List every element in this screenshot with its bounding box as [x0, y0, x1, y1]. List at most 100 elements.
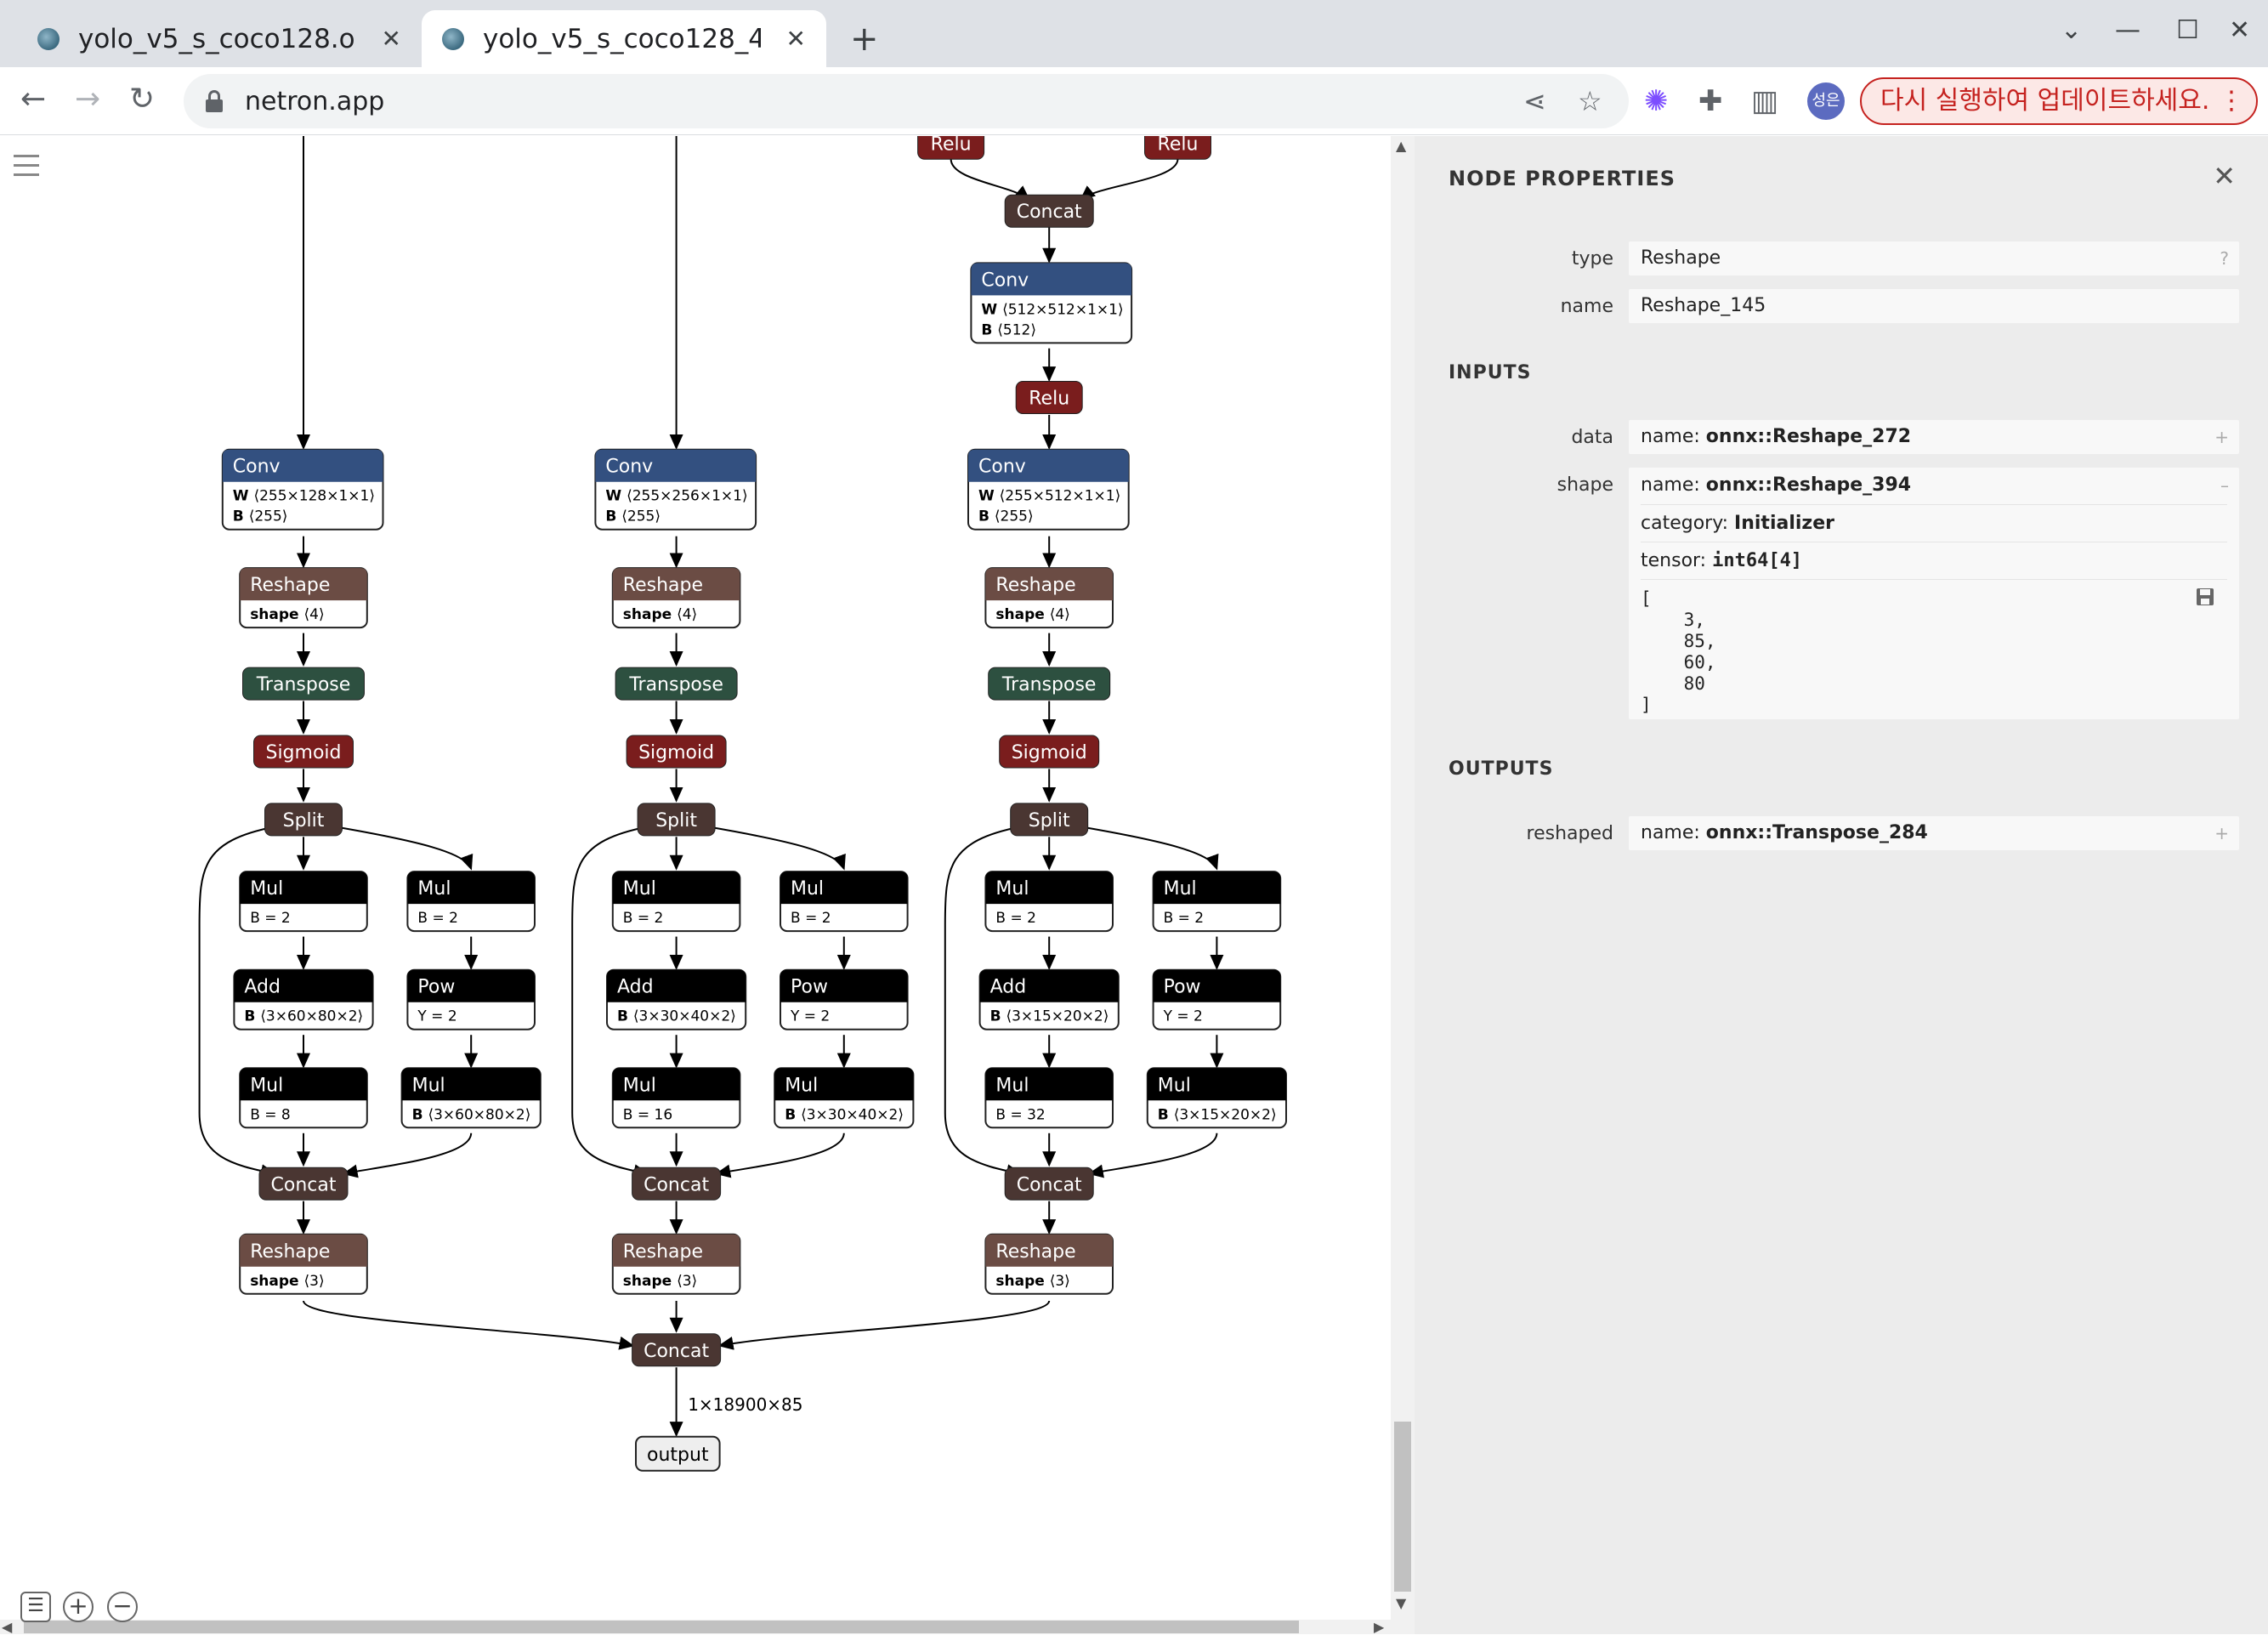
split-node[interactable]: Split	[264, 803, 343, 837]
tab-search-icon[interactable]: ⌄	[2061, 15, 2083, 45]
share-icon[interactable]: ⋖	[1523, 85, 1546, 117]
tab-active[interactable]: yolo_v5_s_coco128_4dim.onnx ✕	[422, 10, 826, 67]
horizontal-scrollbar-thumb[interactable]	[24, 1621, 1299, 1633]
close-tab-icon[interactable]: ✕	[381, 25, 401, 53]
scroll-up-arrow-icon[interactable]: ▲	[1396, 138, 1407, 154]
close-window-icon[interactable]: ✕	[2229, 15, 2251, 45]
sigmoid-node[interactable]: Sigmoid	[253, 735, 354, 769]
svg-text:Reshape: Reshape	[995, 575, 1075, 596]
vertical-scrollbar-thumb[interactable]	[1394, 1422, 1411, 1592]
save-icon[interactable]	[2195, 587, 2215, 607]
scroll-left-arrow-icon[interactable]: ◀	[2, 1619, 13, 1635]
split-node[interactable]: Split	[637, 803, 716, 837]
concat-node[interactable]: Concat	[258, 1167, 349, 1201]
input-data-value[interactable]: name: onnx::Reshape_272 +	[1629, 420, 2239, 454]
tab-inactive[interactable]: yolo_v5_s_coco128.onnx ✕	[17, 10, 422, 67]
svg-text:B = 8: B = 8	[250, 1106, 291, 1123]
forward-icon[interactable]: →	[75, 82, 101, 116]
input-shape-value[interactable]: name: onnx::Reshape_394 – category: Init…	[1629, 468, 2239, 719]
output-node[interactable]: output	[635, 1435, 721, 1472]
update-button[interactable]: 다시 실행하여 업데이트하세요. ⋮	[1860, 77, 2258, 125]
minimize-icon[interactable]: —	[2115, 15, 2140, 45]
transpose-node[interactable]: Transpose	[242, 667, 365, 701]
menu-icon[interactable]	[14, 155, 39, 183]
sigmoid-node[interactable]: Sigmoid	[626, 735, 727, 769]
vertical-scrollbar[interactable]	[1391, 136, 1415, 1634]
close-tab-icon[interactable]: ✕	[785, 25, 806, 53]
scroll-down-arrow-icon[interactable]: ▼	[1396, 1595, 1407, 1611]
relu-node[interactable]: Relu	[1144, 136, 1211, 160]
node-properties-panel: NODE PROPERTIES ✕ type Reshape ? name Re…	[1415, 136, 2268, 1634]
split-node[interactable]: Split	[1010, 803, 1089, 837]
type-value[interactable]: Reshape ?	[1629, 241, 2239, 275]
profile-avatar[interactable]: 성은	[1807, 82, 1845, 120]
expand-icon[interactable]: +	[2214, 427, 2229, 447]
expand-icon[interactable]: +	[2214, 823, 2229, 843]
name-value[interactable]: Reshape_145	[1629, 289, 2239, 323]
concat-node[interactable]: Concat	[1004, 194, 1094, 228]
zoom-in-icon[interactable]: +	[63, 1592, 94, 1622]
back-icon[interactable]: ←	[20, 82, 47, 116]
reload-icon[interactable]: ↻	[129, 82, 156, 116]
help-icon[interactable]: ?	[2220, 248, 2229, 269]
svg-text:B ⟨3×60×80×2⟩: B ⟨3×60×80×2⟩	[244, 1008, 363, 1025]
transpose-node[interactable]: Transpose	[615, 667, 738, 701]
lock-icon[interactable]	[206, 90, 223, 112]
svg-text:B = 2: B = 2	[250, 910, 291, 927]
side-panel-icon[interactable]: ▥	[1751, 84, 1779, 118]
node-list-icon[interactable]: ☰	[20, 1592, 51, 1622]
more-menu-icon[interactable]: ⋮	[2219, 86, 2244, 116]
concat-node[interactable]: Concat	[632, 1167, 722, 1201]
output-reshaped-value[interactable]: name: onnx::Transpose_284 +	[1629, 816, 2239, 850]
extension-ai-icon[interactable]: ✺	[1644, 84, 1669, 118]
relu-node[interactable]: Relu	[1015, 381, 1083, 414]
svg-text:Add: Add	[617, 977, 654, 998]
bookmark-star-icon[interactable]: ☆	[1578, 85, 1602, 117]
collapse-icon[interactable]: –	[2220, 475, 2229, 496]
address-bar[interactable]: netron.app ⋖ ☆	[184, 74, 1629, 128]
concat-node[interactable]: Concat	[632, 1333, 722, 1367]
extensions-puzzle-icon[interactable]: ✚	[1698, 84, 1723, 118]
url-text[interactable]: netron.app	[245, 86, 385, 116]
svg-text:B = 2: B = 2	[995, 910, 1036, 927]
close-icon[interactable]: ✕	[2213, 160, 2236, 192]
concat-node[interactable]: Concat	[1004, 1167, 1094, 1201]
maximize-icon[interactable]: ☐	[2176, 15, 2199, 45]
new-tab-button[interactable]: +	[850, 20, 879, 59]
scroll-right-arrow-icon[interactable]: ▶	[1374, 1619, 1385, 1635]
zoom-out-icon[interactable]: −	[107, 1592, 138, 1622]
transpose-node[interactable]: Transpose	[988, 667, 1111, 701]
relu-node[interactable]: Relu	[917, 136, 985, 160]
sigmoid-node[interactable]: Sigmoid	[999, 735, 1100, 769]
